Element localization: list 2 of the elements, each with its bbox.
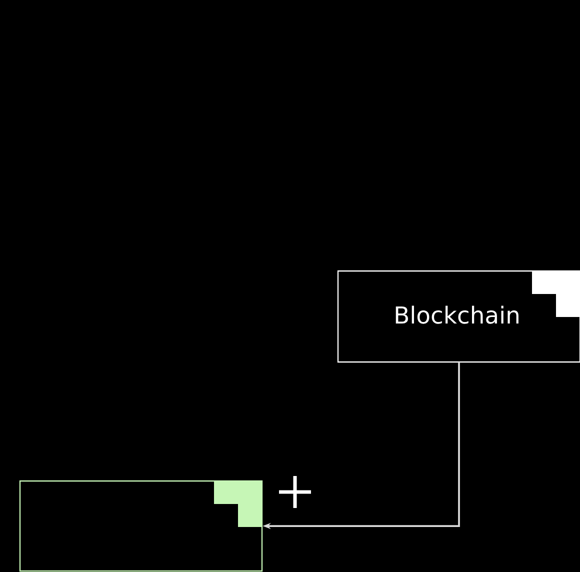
process-box [19,480,263,572]
process-box: Blockchain [337,270,580,363]
